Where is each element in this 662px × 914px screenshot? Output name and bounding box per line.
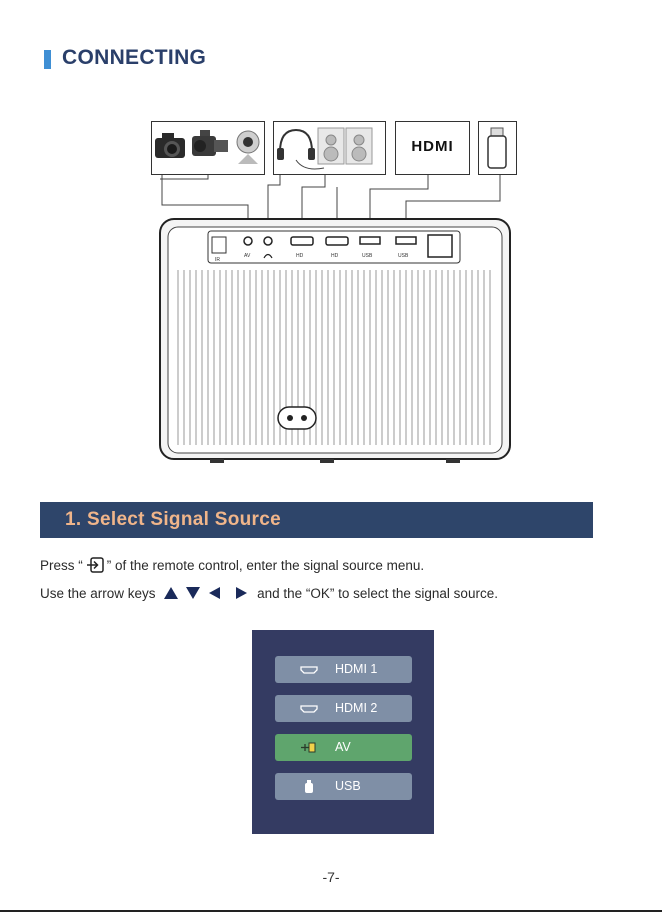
- usb-icon: [299, 779, 319, 794]
- page-number: -7-: [0, 869, 662, 885]
- line2-after: and the “OK” to select the signal source…: [257, 586, 498, 601]
- instruction-line-2: Use the arrow keys and the “OK” to selec…: [40, 585, 498, 601]
- port-label-hdmi1: HD: [296, 253, 304, 259]
- av-icon: [299, 740, 319, 755]
- menu-item-label: AV: [335, 740, 351, 754]
- audio-devices-box: [273, 121, 386, 175]
- camera-devices-icon: [152, 122, 264, 174]
- hdmi-logo: HDMI: [396, 138, 469, 155]
- instruction-line-1: Press “ ” of the remote control, enter t…: [40, 557, 424, 573]
- menu-item-label: USB: [335, 779, 361, 793]
- menu-item-label: HDMI 1: [335, 662, 377, 676]
- title-accent-bar: [44, 50, 51, 69]
- page-title: CONNECTING: [62, 46, 206, 70]
- usb-drive-icon: [479, 122, 516, 174]
- line2-before: Use the arrow keys: [40, 586, 156, 601]
- menu-item-usb[interactable]: USB: [275, 773, 412, 800]
- signal-source-menu: HDMI 1 HDMI 2 AV USB: [252, 630, 434, 834]
- headphones-speakers-icon: [274, 122, 385, 174]
- port-label-usb1: USB: [362, 253, 373, 259]
- video-devices-box: [151, 121, 265, 175]
- hdmi-icon: [299, 662, 319, 677]
- bottom-divider: [0, 910, 662, 912]
- port-label-hdmi2: HD: [331, 253, 339, 259]
- projector-back-panel: IR AV HD HD USB USB: [150, 175, 520, 465]
- line1-after: ” of the remote control, enter the signa…: [107, 558, 424, 573]
- menu-item-hdmi2[interactable]: HDMI 2: [275, 695, 412, 722]
- port-label-av: AV: [244, 253, 251, 259]
- hdmi-icon: [299, 701, 319, 716]
- port-label-usb2: USB: [398, 253, 409, 259]
- arrow-keys-icon: [162, 585, 250, 601]
- menu-item-hdmi1[interactable]: HDMI 1: [275, 656, 412, 683]
- port-label-ir: IR: [215, 257, 220, 263]
- menu-item-label: HDMI 2: [335, 701, 377, 715]
- source-input-icon: [86, 557, 104, 573]
- line1-before: Press “: [40, 558, 83, 573]
- usb-device-box: [478, 121, 517, 175]
- section-heading: 1. Select Signal Source: [65, 509, 281, 531]
- hdmi-device-box: HDMI: [395, 121, 470, 175]
- menu-item-av[interactable]: AV: [275, 734, 412, 761]
